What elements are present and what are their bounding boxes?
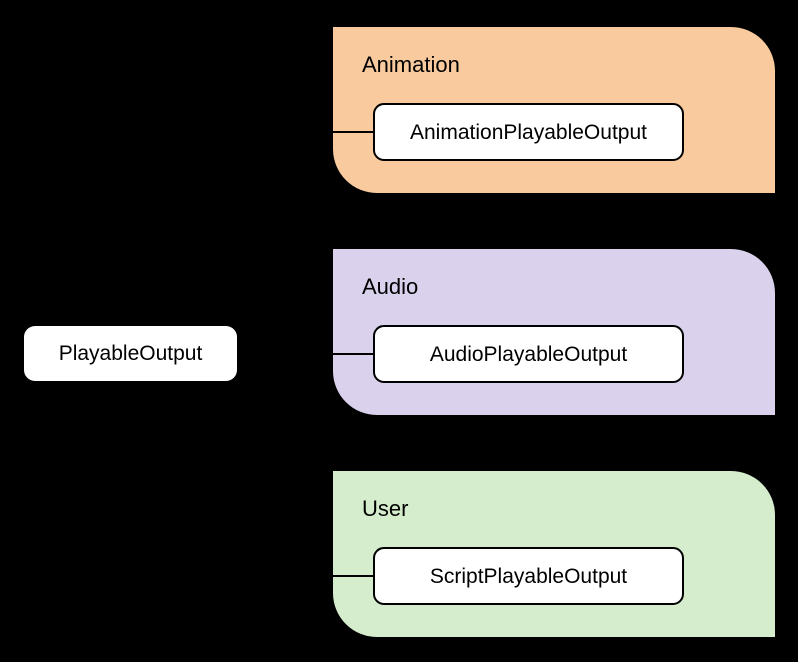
node-animation-playable-output[interactable]: AnimationPlayableOutput xyxy=(373,103,684,161)
node-audio-playable-output-label: AudioPlayableOutput xyxy=(429,342,628,366)
group-user-title: User xyxy=(362,496,409,521)
connector-user xyxy=(333,575,374,577)
node-playable-output[interactable]: PlayableOutput xyxy=(24,326,237,381)
group-audio[interactable]: Audio AudioPlayableOutput xyxy=(333,249,775,415)
node-playable-output-label: PlayableOutput xyxy=(58,342,203,365)
node-script-playable-output[interactable]: ScriptPlayableOutput xyxy=(373,547,684,605)
node-animation-playable-output-label: AnimationPlayableOutput xyxy=(410,120,647,144)
group-animation[interactable]: Animation AnimationPlayableOutput xyxy=(333,27,775,193)
node-script-playable-output-label: ScriptPlayableOutput xyxy=(429,564,628,588)
connector-audio xyxy=(333,353,374,355)
group-user[interactable]: User ScriptPlayableOutput xyxy=(333,471,775,637)
node-audio-playable-output[interactable]: AudioPlayableOutput xyxy=(373,325,684,383)
connector-animation xyxy=(333,131,374,133)
group-audio-title: Audio xyxy=(362,274,419,299)
group-animation-title: Animation xyxy=(362,52,460,77)
